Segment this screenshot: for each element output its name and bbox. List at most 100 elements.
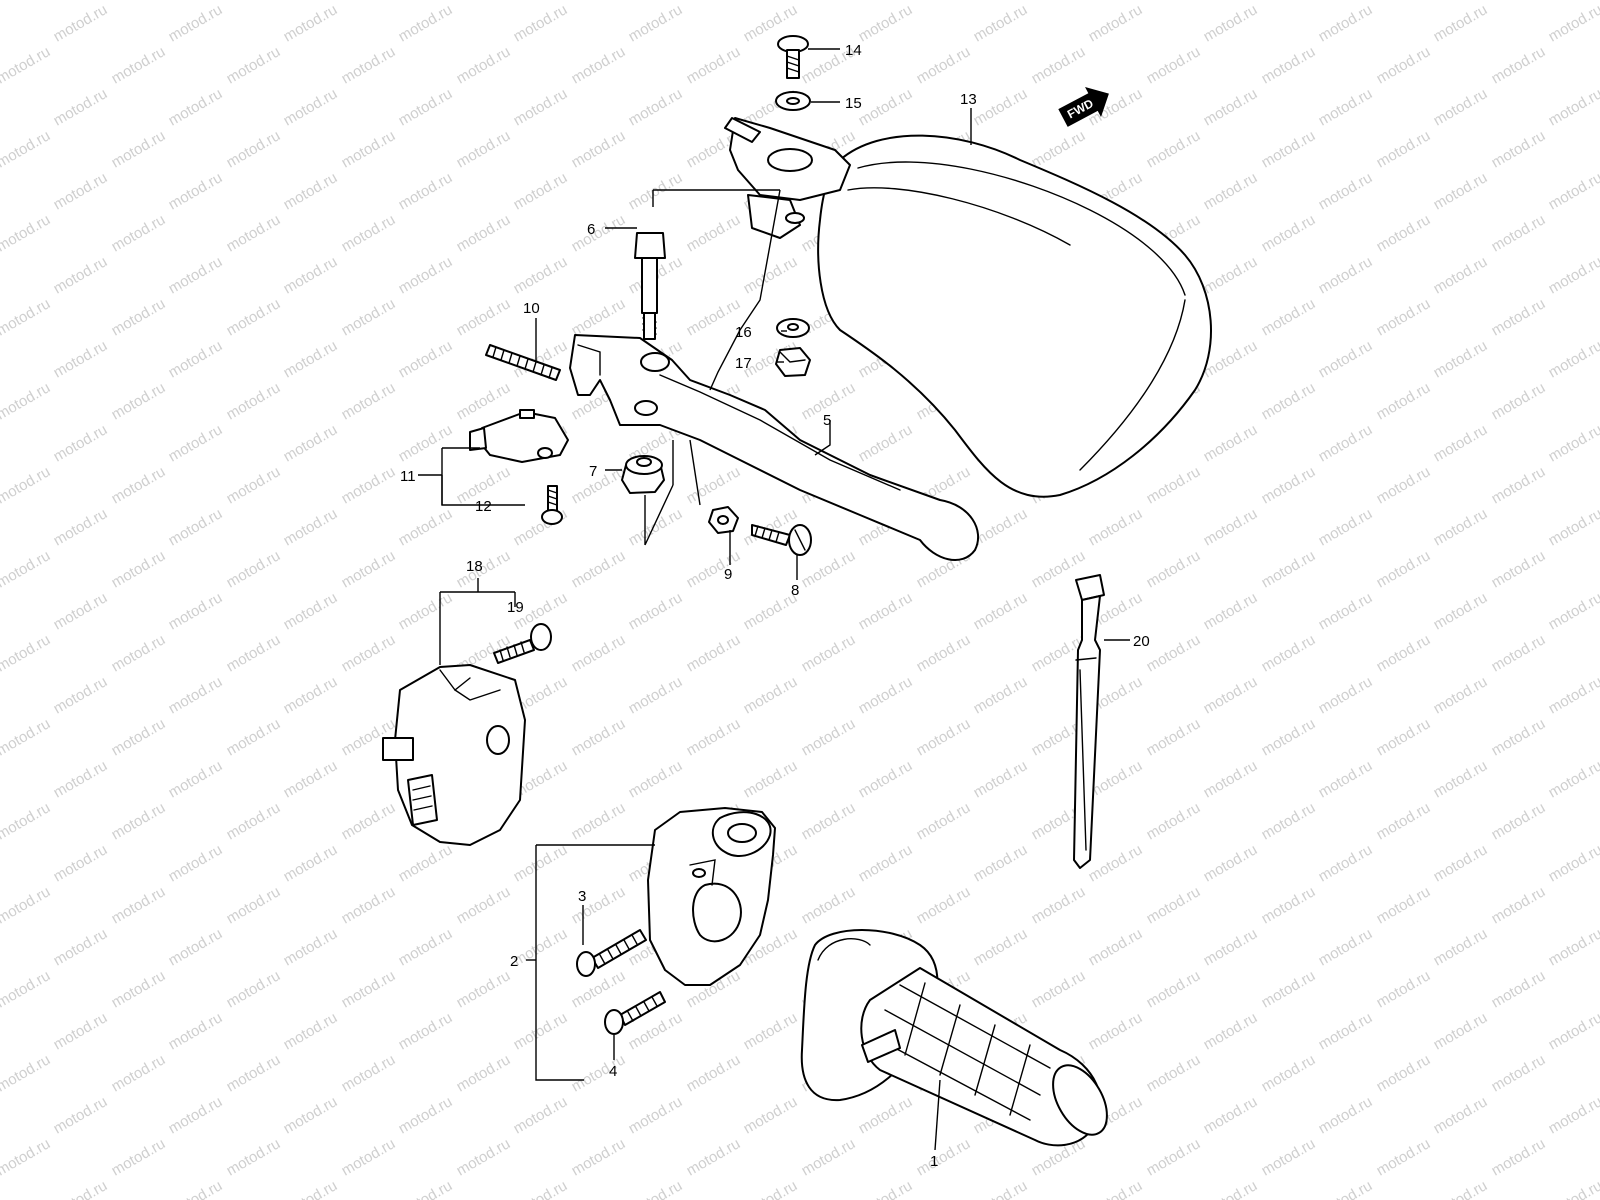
watermark-text: motod.ru [1201, 421, 1261, 465]
watermark-text: motod.ru [166, 589, 226, 633]
callout-9: 9 [724, 566, 732, 583]
watermark-text: motod.ru [1374, 631, 1434, 675]
watermark-text: motod.ru [1374, 463, 1434, 507]
watermark-text: motod.ru [454, 883, 514, 927]
watermark-text: motod.ru [51, 1, 111, 45]
watermark-text: motod.ru [281, 1009, 341, 1053]
watermark-text: motod.ru [1431, 841, 1491, 885]
callout-14: 14 [845, 42, 862, 59]
watermark-text: motod.ru [741, 757, 801, 801]
callout-4: 4 [609, 1063, 617, 1080]
watermark-text: motod.ru [396, 253, 456, 297]
clutch-switch-11 [469, 409, 569, 463]
watermark-text: motod.ru [396, 841, 456, 885]
watermark-text: motod.ru [454, 967, 514, 1011]
watermark-text: motod.ru [1086, 1009, 1146, 1053]
watermark-text: motod.ru [166, 421, 226, 465]
watermark-text: motod.ru [339, 1051, 399, 1095]
watermark-text: motod.ru [511, 253, 571, 297]
watermark-text: motod.ru [1201, 85, 1261, 129]
watermark-text: motod.ru [856, 421, 916, 465]
watermark-text: motod.ru [1144, 463, 1204, 507]
watermark-text: motod.ru [339, 799, 399, 843]
watermark-text: motod.ru [684, 211, 744, 255]
watermark-text: motod.ru [1546, 169, 1600, 213]
watermark-text: motod.ru [109, 1051, 169, 1095]
watermark-text: motod.ru [1201, 1009, 1261, 1053]
watermark-text: motod.ru [0, 211, 53, 255]
watermark-text: motod.ru [1259, 43, 1319, 87]
washer-16 [776, 318, 810, 338]
watermark-text: motod.ru [51, 1009, 111, 1053]
watermark-text: motod.ru [281, 253, 341, 297]
watermark-text: motod.ru [1489, 883, 1549, 927]
watermark-text: motod.ru [281, 925, 341, 969]
watermark-text: motod.ru [396, 1, 456, 45]
watermark-text: motod.ru [281, 337, 341, 381]
watermark-text: motod.ru [1144, 1135, 1204, 1179]
watermark-text: motod.ru [109, 547, 169, 591]
watermark-text: motod.ru [1489, 631, 1549, 675]
watermark-text: motod.ru [0, 0, 53, 3]
watermark-text: motod.ru [1489, 211, 1549, 255]
watermark-text: motod.ru [1431, 1, 1491, 45]
watermark-text: motod.ru [281, 841, 341, 885]
watermark-text: motod.ru [1374, 967, 1434, 1011]
watermark-text: motod.ru [1201, 253, 1261, 297]
clutch-lever [569, 334, 980, 561]
watermark-text: motod.ru [569, 295, 629, 339]
watermark-text: motod.ru [1431, 253, 1491, 297]
watermark-text: motod.ru [109, 967, 169, 1011]
watermark-text: motod.ru [971, 505, 1031, 549]
watermark-text: motod.ru [914, 1135, 974, 1179]
watermark-text: motod.ru [1374, 715, 1434, 759]
callout-15: 15 [845, 95, 862, 112]
watermark-text: motod.ru [51, 1093, 111, 1137]
watermark-text: motod.ru [1316, 757, 1376, 801]
watermark-text: motod.ru [856, 673, 916, 717]
watermark-text: motod.ru [166, 1093, 226, 1137]
handlebar-switch-18 [382, 664, 526, 846]
watermark-text: motod.ru [1431, 1009, 1491, 1053]
watermark-text: motod.ru [224, 0, 284, 3]
watermark-text: motod.ru [569, 715, 629, 759]
watermark-text: motod.ru [1201, 841, 1261, 885]
watermark-text: motod.ru [1546, 421, 1600, 465]
watermark-text: motod.ru [224, 463, 284, 507]
watermark-text: motod.ru [569, 967, 629, 1011]
watermark-text: motod.ru [1374, 211, 1434, 255]
watermark-text: motod.ru [1029, 967, 1089, 1011]
watermark-text: motod.ru [454, 379, 514, 423]
watermark-text: motod.ru [1374, 1135, 1434, 1179]
watermark-text: motod.ru [1029, 127, 1089, 171]
watermark-text: motod.ru [511, 1093, 571, 1137]
callout-5: 5 [823, 412, 831, 429]
watermark-text: motod.ru [799, 799, 859, 843]
watermark-text: motod.ru [281, 589, 341, 633]
watermark-text: motod.ru [1316, 169, 1376, 213]
watermark-text: motod.ru [109, 799, 169, 843]
watermark-text: motod.ru [914, 799, 974, 843]
watermark-text: motod.ru [741, 1009, 801, 1053]
watermark-text: motod.ru [684, 1051, 744, 1095]
callout-13: 13 [960, 91, 977, 108]
watermark-text: motod.ru [1431, 757, 1491, 801]
watermark-text: motod.ru [0, 43, 53, 87]
watermark-text: motod.ru [569, 0, 629, 3]
watermark-text: motod.ru [51, 505, 111, 549]
watermark-text: motod.ru [1086, 841, 1146, 885]
watermark-text: motod.ru [1201, 1, 1261, 45]
watermark-text: motod.ru [109, 43, 169, 87]
screw-14 [777, 35, 809, 79]
watermark-text: motod.ru [684, 0, 744, 3]
watermark-text: motod.ru [224, 631, 284, 675]
watermark-text: motod.ru [856, 1177, 916, 1200]
watermark-text: motod.ru [0, 127, 53, 171]
watermark-text: motod.ru [166, 925, 226, 969]
watermark-text: motod.ru [1374, 127, 1434, 171]
watermark-text: motod.ru [339, 463, 399, 507]
watermark-text: motod.ru [1489, 379, 1549, 423]
watermark-text: motod.ru [914, 0, 974, 3]
watermark-text: motod.ru [1316, 589, 1376, 633]
watermark-text: motod.ru [856, 841, 916, 885]
